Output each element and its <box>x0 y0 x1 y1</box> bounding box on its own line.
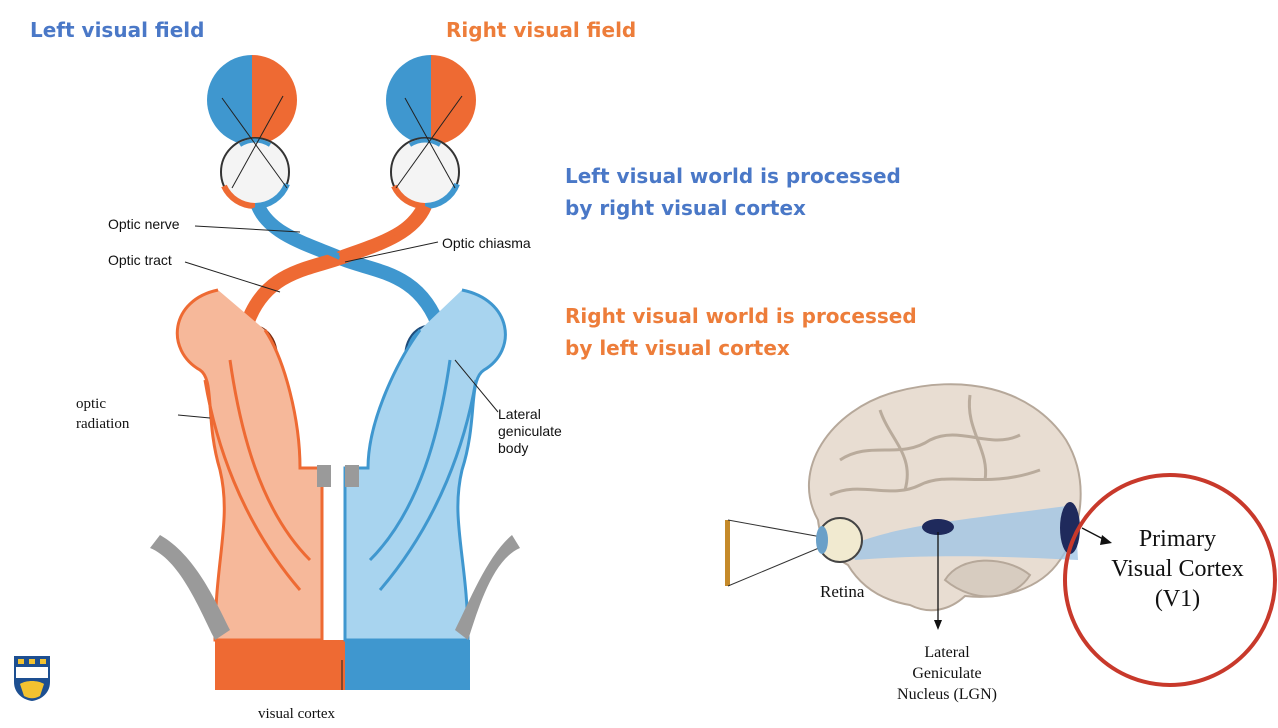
lateral-geniculate-body-label: Lateral geniculate body <box>498 406 562 457</box>
optic-nerve-label: Optic nerve <box>108 216 180 232</box>
retina-label: Retina <box>820 582 865 601</box>
right-visual-field-heading: Right visual field <box>446 18 637 42</box>
optic-chiasma-label: Optic chiasma <box>442 235 531 251</box>
left-world-line-2: by right visual cortex <box>565 196 806 220</box>
optic-radiation-line-1: optic <box>76 396 106 412</box>
optic-nerves-and-chiasma <box>238 202 447 333</box>
visual-cortex-label: visual cortex <box>258 706 336 722</box>
left-optic-radiation <box>175 288 345 690</box>
left-visual-field-heading: Left visual field <box>30 18 205 42</box>
right-world-line-2: by left visual cortex <box>565 336 790 360</box>
v1-highlight-circle <box>1063 473 1277 687</box>
brain-leader-lines <box>934 527 1112 630</box>
ucd-logo <box>14 656 50 701</box>
lgn-line-1: Lateral <box>924 644 970 661</box>
right-world-statement: Right visual world is processed by left … <box>565 300 917 364</box>
lgn-line-2: Geniculate <box>912 665 982 682</box>
pathway-leader-lines <box>177 225 499 690</box>
optic-radiation-line-2: radiation <box>76 416 130 432</box>
right-world-line-1: Right visual world is processed <box>565 304 917 328</box>
primary-visual-cortex-label: Primary Visual Cortex (V1) <box>1090 524 1265 614</box>
lgb-line-2: geniculate <box>498 423 562 439</box>
lgn-label: Lateral Geniculate Nucleus (LGN) <box>887 642 1007 705</box>
occipital-cortex-outline <box>150 465 520 640</box>
lgb-line-1: Lateral <box>498 406 541 422</box>
lgb-line-3: body <box>498 440 529 456</box>
optic-radiation-label: optic radiation <box>76 394 129 434</box>
right-optic-radiation <box>343 288 507 690</box>
brain-illustration <box>808 383 1082 612</box>
optic-tract-label: Optic tract <box>108 252 172 268</box>
brain-eye-and-field <box>725 517 863 587</box>
left-eye-visual-field <box>207 55 297 145</box>
left-world-statement: Left visual world is processed by right … <box>565 160 901 224</box>
v1-line-2: Visual Cortex <box>1111 556 1244 582</box>
v1-line-3: (V1) <box>1154 586 1201 612</box>
v1-line-1: Primary <box>1138 526 1217 552</box>
left-eyeball <box>220 95 290 210</box>
lgn-line-3: Nucleus (LGN) <box>897 686 997 703</box>
right-eye-visual-field <box>386 55 476 145</box>
left-world-line-1: Left visual world is processed <box>565 164 901 188</box>
